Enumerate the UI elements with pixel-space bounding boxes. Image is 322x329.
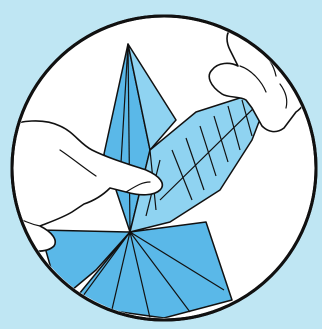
- origami-illustration: [0, 0, 322, 329]
